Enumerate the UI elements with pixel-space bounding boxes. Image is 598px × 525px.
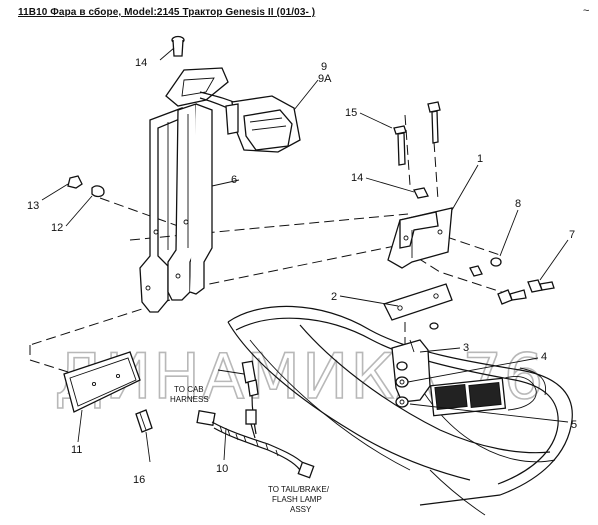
nut-washer — [67, 175, 105, 198]
callout-7: 7 — [569, 229, 575, 241]
harness-notes: TO CAB HARNESS TO TAIL/BRAKE/ FLASH LAMP… — [170, 385, 330, 514]
lamp-bracket — [139, 35, 229, 313]
callout-4: 4 — [541, 351, 547, 363]
note-tail-line-2: FLASH LAMP — [272, 495, 322, 504]
screw-16 — [135, 409, 153, 433]
callout-3: 3 — [463, 342, 469, 354]
nut-14-right — [413, 187, 429, 199]
mount-bracket-1 — [387, 207, 453, 269]
head-lamp — [225, 95, 301, 153]
callout-14-right: 14 — [351, 172, 363, 184]
callout-2: 2 — [331, 291, 337, 303]
callout-9: 9 — [321, 61, 327, 73]
callout-16: 16 — [133, 474, 145, 486]
callout-10: 10 — [216, 463, 228, 475]
diagram-title: 11B10 Фара в сборе, Model:2145 Трактор G… — [18, 7, 316, 18]
note-cab-line-2: HARNESS — [170, 395, 209, 404]
fender-body — [227, 305, 573, 516]
callout-15: 15 — [345, 107, 357, 119]
callout-13: 13 — [27, 200, 39, 212]
note-tail-line-1: TO TAIL/BRAKE/ — [268, 485, 330, 494]
leader-lines — [41, 47, 569, 463]
washer-bolt-7-8 — [469, 257, 555, 305]
lower-bracket-3-4-5 — [391, 339, 431, 408]
callout-1: 1 — [477, 153, 483, 165]
reflector-lamp — [63, 351, 141, 413]
plate-2 — [383, 283, 453, 330]
callout-labels: 14 9 9A 6 13 12 15 14 1 8 7 2 3 4 5 11 1… — [27, 57, 577, 486]
callout-9a: 9A — [318, 73, 332, 85]
bolts-15 — [393, 101, 441, 166]
corner-mark: ~ — [583, 5, 589, 17]
note-tail-line-3: ASSY — [290, 505, 312, 514]
callout-6: 6 — [231, 174, 237, 186]
callout-11: 11 — [71, 444, 82, 456]
callout-5: 5 — [571, 419, 577, 431]
callout-14-top: 14 — [135, 57, 147, 69]
callout-8: 8 — [515, 198, 521, 210]
note-cab-line-1: TO CAB — [174, 385, 204, 394]
callout-12: 12 — [51, 222, 63, 234]
wiring-harness-10 — [196, 360, 315, 479]
